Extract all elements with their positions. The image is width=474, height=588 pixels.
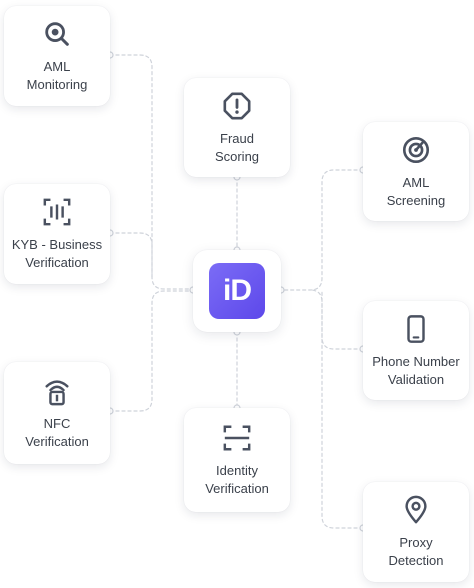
- card-label: Proxy Detection: [388, 535, 444, 568]
- document-scan-icon: [41, 196, 73, 228]
- radar-icon: [400, 134, 432, 166]
- connector-aml-monitoring: [109, 54, 194, 290]
- search-eye-icon: [41, 18, 73, 50]
- card-proxy-detection[interactable]: Proxy Detection: [363, 482, 469, 582]
- card-label: Fraud Scoring: [214, 130, 260, 164]
- connector-phone: [321, 289, 364, 350]
- card-nfc-verification[interactable]: NFC Verification: [4, 362, 110, 464]
- logo: iD: [209, 263, 265, 319]
- card-label: Phone Number Validation: [372, 353, 460, 387]
- connector-aml-screening: [280, 169, 364, 291]
- connector-proxy: [309, 289, 364, 529]
- warning-octagon-icon: [221, 90, 253, 122]
- connector-nfc: [109, 290, 194, 412]
- card-label: NFC Verification: [25, 416, 89, 449]
- card-label: AML Screening: [386, 174, 446, 208]
- card-fraud-scoring[interactable]: Fraud Scoring: [184, 78, 290, 177]
- card-label: KYB - Business Verification: [11, 237, 103, 270]
- card-label: Identity Verification: [205, 463, 269, 496]
- card-phone-number-validation[interactable]: Phone Number Validation: [363, 301, 469, 400]
- location-pin-icon: [400, 494, 432, 526]
- card-label: AML Monitoring: [26, 59, 88, 92]
- phone-icon: [400, 313, 432, 345]
- center-logo-card: iD: [193, 250, 281, 332]
- card-identity-verification[interactable]: Identity Verification: [184, 408, 290, 512]
- nfc-icon: [41, 375, 73, 407]
- card-aml-screening[interactable]: AML Screening: [363, 122, 469, 221]
- card-kyb-business-verification[interactable]: KYB - Business Verification: [4, 184, 110, 284]
- scan-frame-icon: [221, 422, 253, 454]
- card-aml-monitoring[interactable]: AML Monitoring: [4, 6, 110, 106]
- connector-kyb: [109, 232, 153, 278]
